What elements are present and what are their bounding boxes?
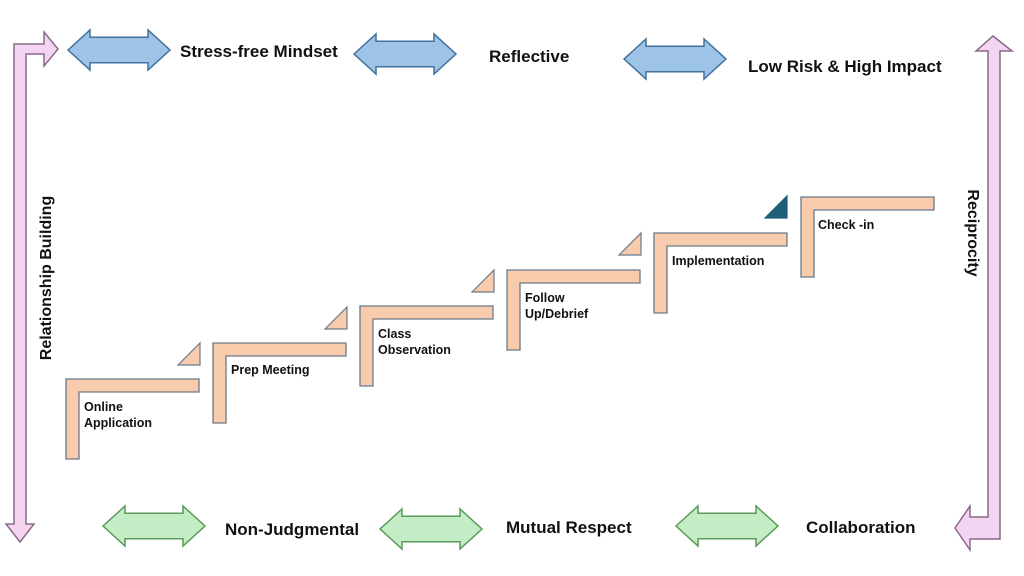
bottom-label-collaboration: Collaboration: [806, 518, 916, 537]
corner-triangle-4: [617, 231, 642, 256]
step-label-implementation: Implementation: [672, 254, 765, 268]
step-shape-4: [506, 269, 641, 351]
bottom-label-mutual-respect: Mutual Respect: [506, 518, 632, 537]
top-label-reflective: Reflective: [489, 47, 570, 66]
step-shape-6: [800, 196, 935, 278]
active-corner-triangle-5: [763, 194, 788, 219]
step-label-check-in: Check -in: [818, 218, 875, 232]
corner-triangle-3: [470, 268, 495, 293]
bottom-double-arrow-2: [378, 507, 484, 551]
bottom-label-non-judgmental: Non-Judgmental: [225, 520, 360, 539]
step-shape-2: [212, 342, 347, 424]
bottom-double-arrow-3: [674, 504, 780, 548]
right-bent-arrow: [954, 35, 1015, 553]
corner-triangle-2: [323, 305, 348, 330]
step-shape-3: [359, 305, 494, 387]
step-label-prep-meeting: Prep Meeting: [231, 363, 310, 377]
corner-triangle-1: [176, 341, 201, 366]
right-label-reciprocity: Reciprocity: [964, 189, 981, 277]
bottom-double-arrow-1: [101, 504, 207, 548]
top-label-stress-free-mindset: Stress-free Mindset: [180, 42, 338, 61]
step-shape-5: [653, 232, 788, 314]
top-label-low-risk-high-impact: Low Risk & High Impact: [748, 57, 942, 76]
step-shape-1: [65, 378, 200, 460]
top-double-arrow-3: [622, 37, 728, 81]
left-label-relationship-building: Relationship Building: [38, 195, 55, 361]
left-bent-arrow: [4, 29, 59, 544]
top-double-arrow-2: [352, 32, 458, 76]
top-double-arrow-1: [66, 28, 172, 72]
